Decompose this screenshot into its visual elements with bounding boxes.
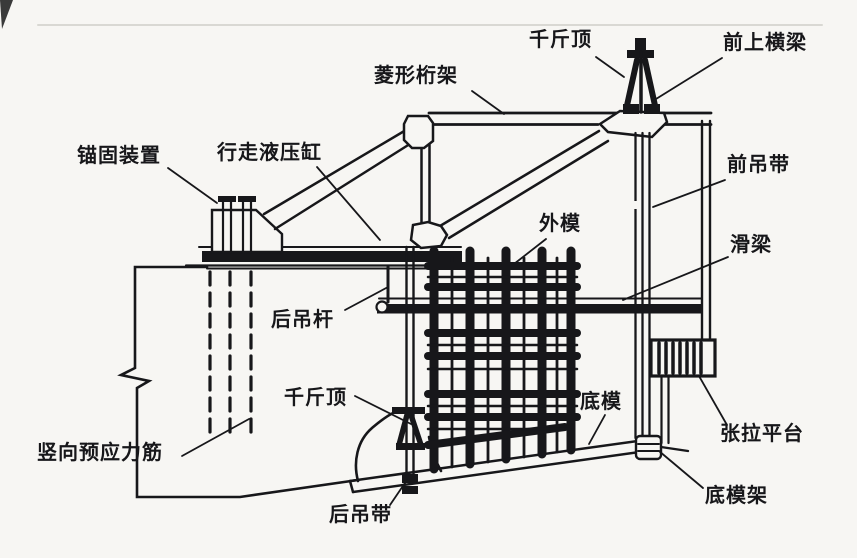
label-anchorage-device: 锚固装置 bbox=[77, 145, 161, 167]
label-outer-formwork: 外模 bbox=[539, 213, 581, 235]
label-bottom-formwork: 底模 bbox=[580, 391, 622, 413]
diamond-truss-drawing bbox=[262, 109, 713, 250]
rear-sling-rod bbox=[402, 245, 418, 494]
anchorage-device-drawing bbox=[210, 196, 284, 254]
jack-bottom-drawing bbox=[392, 407, 425, 450]
outer-formwork-grid bbox=[424, 246, 581, 474]
label-jack-top: 千斤顶 bbox=[529, 29, 592, 51]
label-rear-sling: 后吊带 bbox=[329, 504, 392, 526]
label-bottom-formwork-frame: 底模架 bbox=[705, 485, 768, 507]
label-front-sling: 前吊带 bbox=[727, 154, 790, 176]
prestressing-tendon-lines bbox=[208, 270, 253, 435]
label-rear-hanger-rod: 后吊杆 bbox=[271, 309, 334, 331]
label-tensioning-platform: 张拉平台 bbox=[720, 423, 804, 445]
label-vertical-prestressing-tendons: 竖向预应力筋 bbox=[37, 442, 163, 464]
label-diamond-truss: 菱形桁架 bbox=[374, 65, 458, 87]
sliding-beam-drawing bbox=[375, 297, 703, 314]
leader-lines bbox=[167, 56, 729, 506]
tensioning-platform-drawing bbox=[649, 338, 717, 445]
label-sliding-beam: 滑梁 bbox=[730, 234, 772, 256]
label-front-upper-crossbeam: 前上横梁 bbox=[723, 32, 807, 54]
cast-concrete-mound bbox=[354, 411, 395, 483]
walking-rail bbox=[184, 246, 463, 270]
front-node bbox=[598, 109, 669, 139]
front-sling-lines bbox=[632, 131, 651, 440]
truss-apex-node bbox=[402, 114, 435, 150]
girder-outline bbox=[117, 265, 443, 499]
label-jack-bottom: 千斤顶 bbox=[284, 387, 347, 409]
front-frame-verticals bbox=[700, 119, 712, 342]
label-walking-hydraulic-cylinder: 行走液压缸 bbox=[217, 142, 322, 164]
truss-lower-node bbox=[409, 220, 449, 250]
scan-corner-mark bbox=[0, 0, 13, 29]
bottom-formwork-frame-joint bbox=[634, 434, 690, 461]
jack-top-drawing bbox=[623, 38, 660, 114]
